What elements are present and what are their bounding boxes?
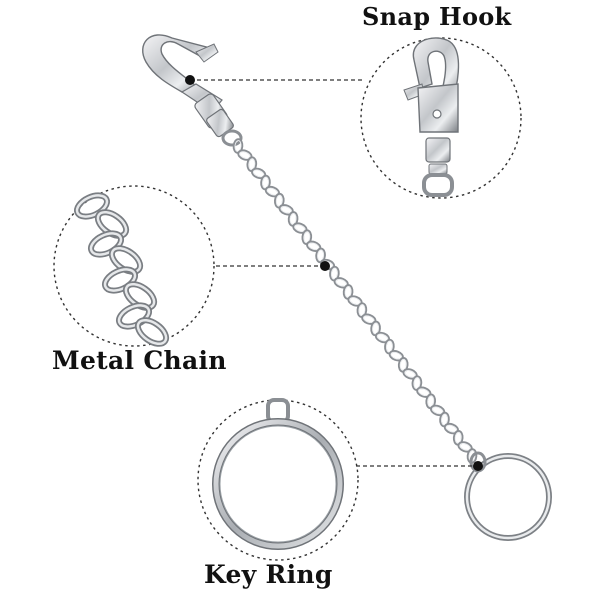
chain-link xyxy=(397,357,409,373)
metal-chain-detail xyxy=(53,185,215,347)
chain-link-highlight xyxy=(372,322,380,335)
chain-link-highlight xyxy=(385,340,393,353)
key-ring-detail-circle xyxy=(197,399,359,561)
chain-link xyxy=(301,229,313,245)
chain-link-highlight xyxy=(404,370,416,378)
chain-link xyxy=(384,338,395,355)
snap-hook-marker xyxy=(185,75,195,85)
chain-link xyxy=(439,411,450,428)
chain-link xyxy=(370,320,381,337)
metal-chain-label: Metal Chain xyxy=(52,346,227,375)
chain-link xyxy=(356,302,368,318)
chain-link-highlight xyxy=(441,413,448,426)
chain-link-highlight xyxy=(363,315,375,324)
chain-link xyxy=(246,156,258,172)
chain-link-highlight xyxy=(317,249,325,262)
chain-link xyxy=(411,375,423,391)
chain-link-highlight xyxy=(330,267,338,280)
chain-link-highlight xyxy=(275,194,283,207)
snap-hook-detail-circle xyxy=(360,37,522,199)
chain-link-highlight xyxy=(427,395,435,408)
chain-link xyxy=(232,138,244,154)
chain-link-highlight xyxy=(454,431,462,444)
chain-link-highlight xyxy=(413,377,421,390)
chain-link xyxy=(315,247,326,264)
chain-link-highlight xyxy=(262,176,269,189)
chain-link-highlight xyxy=(344,285,352,298)
key-ring-marker xyxy=(473,461,483,471)
chain-link-detail-highlight xyxy=(136,318,168,346)
snap-hook-main xyxy=(142,34,243,147)
snap-hook-detail xyxy=(360,37,522,199)
chain-link xyxy=(425,393,437,410)
chain-link xyxy=(342,284,354,300)
chain-link-highlight xyxy=(445,424,458,433)
chain-link-highlight xyxy=(289,212,297,225)
chain-link xyxy=(260,174,271,191)
chain-link-highlight xyxy=(248,158,256,171)
main-keychain xyxy=(142,34,552,541)
callout-lines xyxy=(185,75,483,471)
chain-link-highlight xyxy=(234,140,242,152)
chain-link-highlight xyxy=(303,231,311,244)
chain-link-highlight xyxy=(399,358,407,371)
metal-chain-main xyxy=(232,138,478,464)
key-ring-label: Key Ring xyxy=(204,560,333,589)
key-ring-detail xyxy=(197,398,359,561)
metal-chain-marker xyxy=(320,261,330,271)
chain-link xyxy=(273,192,285,209)
chain-link xyxy=(452,430,464,446)
chain-link xyxy=(287,211,299,227)
chain-link-highlight xyxy=(358,304,366,317)
snap-hook-label: Snap Hook xyxy=(362,2,512,31)
metal-chain-detail-circle xyxy=(53,185,215,347)
chain-link xyxy=(329,265,340,282)
key-ring-main xyxy=(464,451,552,541)
